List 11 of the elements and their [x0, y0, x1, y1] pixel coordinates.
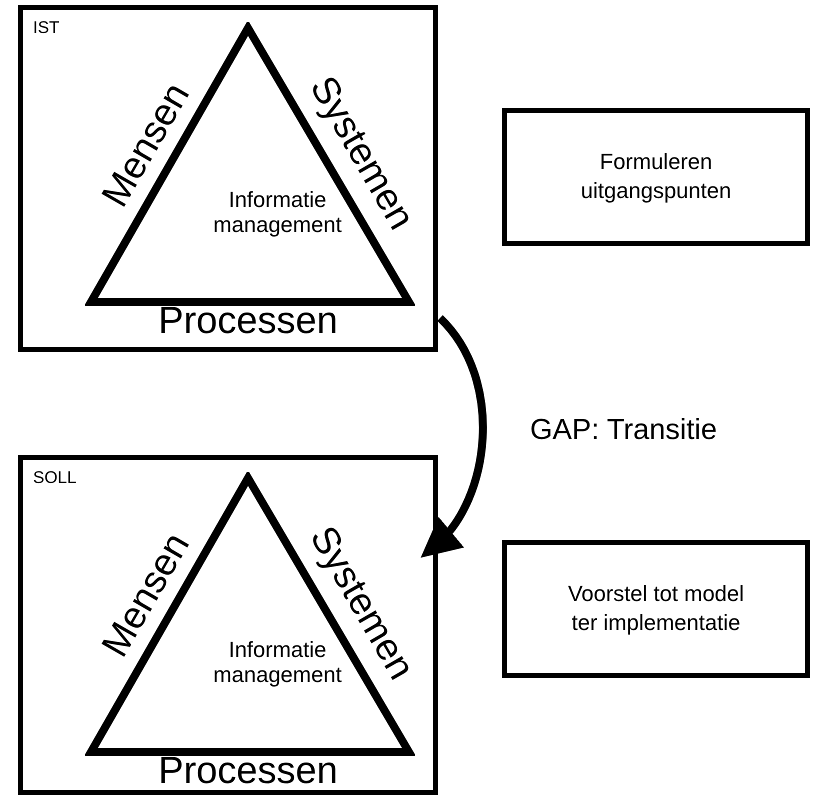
curved-arrow — [422, 315, 487, 560]
frame-title: IST — [33, 18, 60, 38]
frame-title: SOLL — [33, 468, 76, 488]
side-label: Processen — [157, 752, 339, 790]
box-text: Formuleren uitgangspunten — [580, 148, 732, 205]
text-box — [502, 540, 810, 678]
side-label: Processen — [157, 302, 339, 340]
box-text: Voorstel tot model ter implementatie — [566, 580, 746, 637]
text-box — [502, 108, 810, 246]
frame-box — [18, 455, 438, 795]
frame-box — [18, 5, 438, 352]
